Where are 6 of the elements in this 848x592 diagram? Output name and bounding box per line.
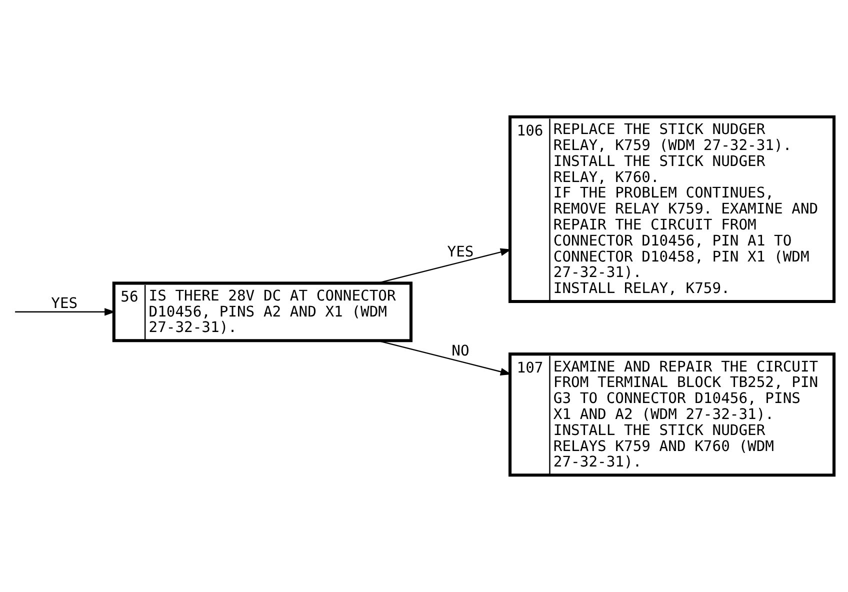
arrow [377, 248, 512, 284]
edge-label: YES [51, 294, 78, 312]
arrow [15, 308, 116, 316]
arrow [377, 340, 512, 376]
edge-label: YES [447, 243, 474, 260]
edge-label: NO [452, 342, 470, 360]
